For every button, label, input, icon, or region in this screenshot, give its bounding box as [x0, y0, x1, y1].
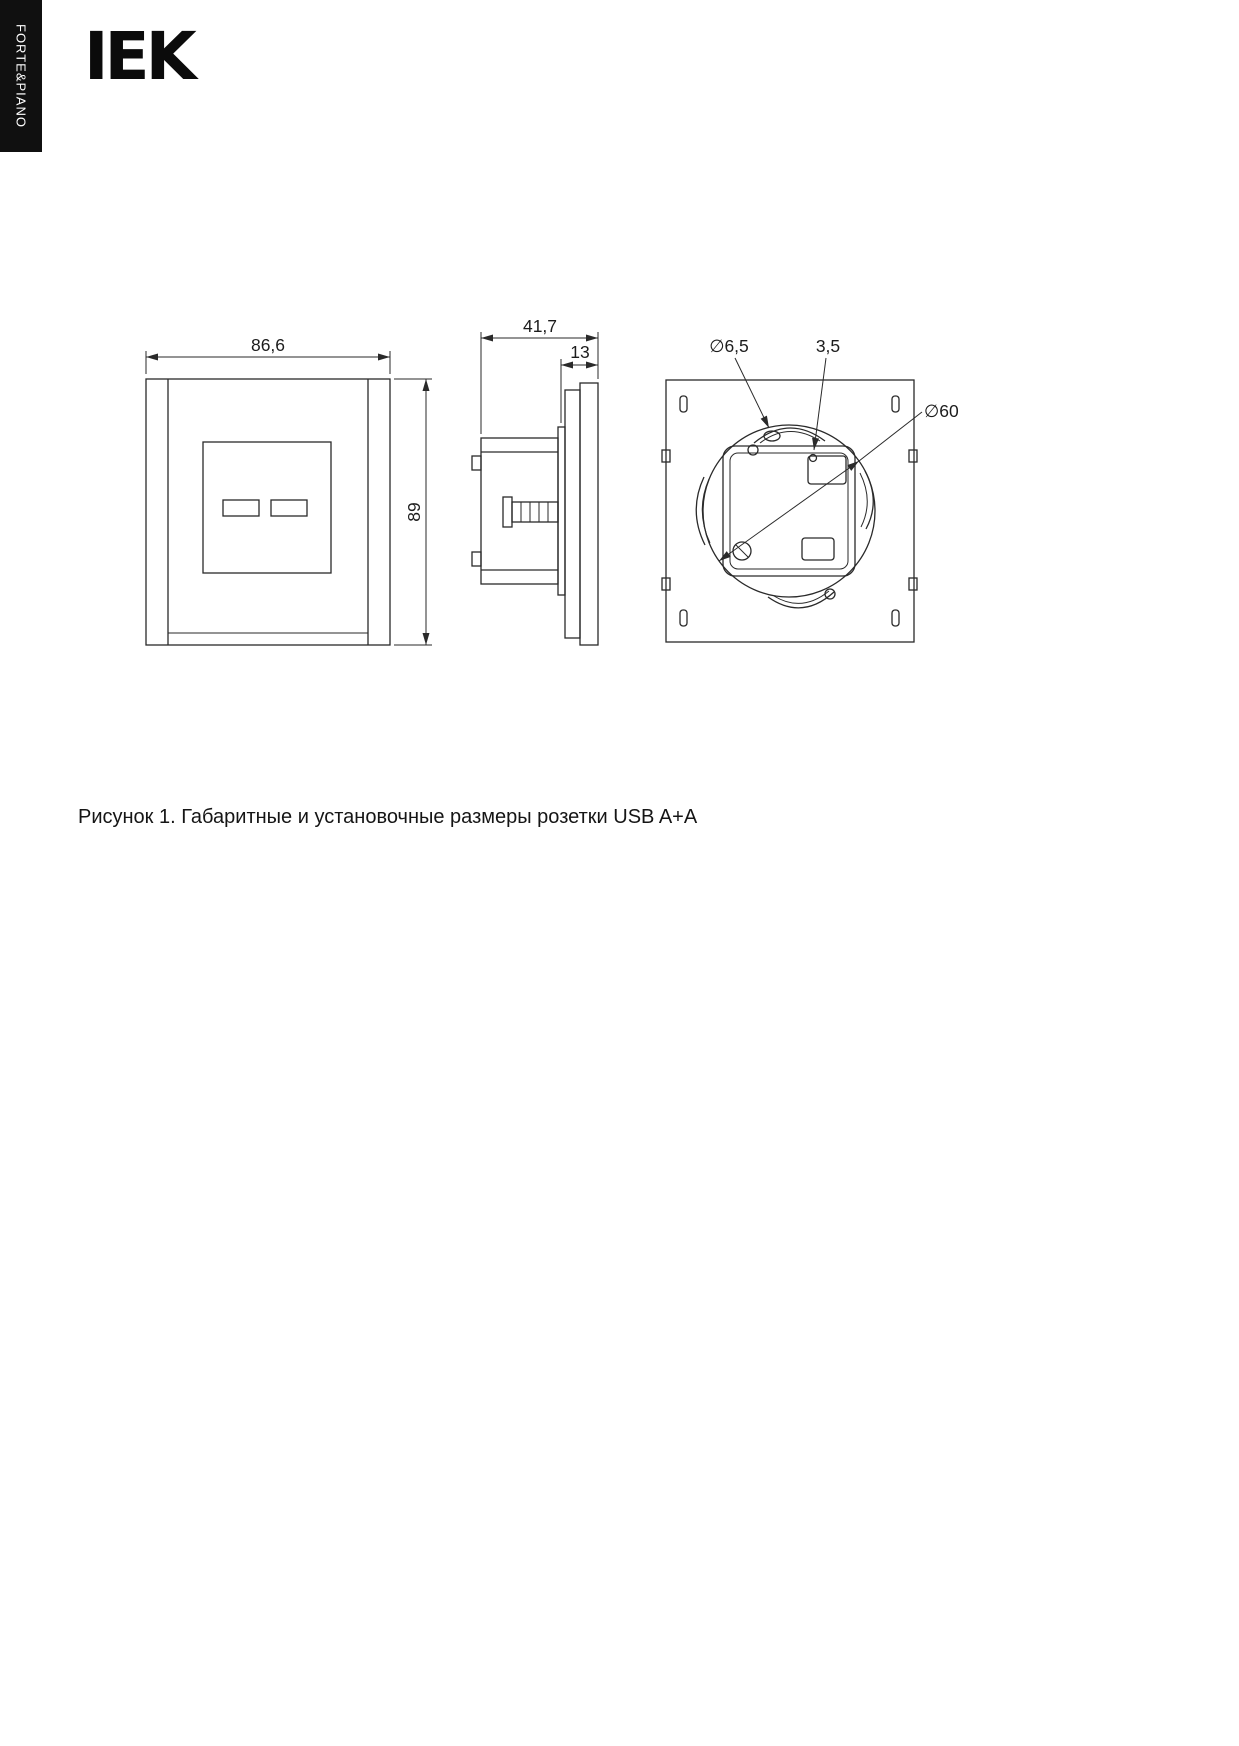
hole-35 — [808, 453, 818, 463]
series-sidebar: FORTE&PIANO — [0, 0, 42, 152]
corner-slot — [891, 609, 900, 627]
leader-hole-65 — [734, 357, 770, 429]
iek-logo-text: IEK — [84, 18, 197, 95]
edge-tab — [908, 449, 918, 463]
claw-bottom — [767, 591, 835, 609]
dimension-drawing: 86,6 89 41,7 13 ∅6,5 3,5 ∅60 — [145, 316, 959, 646]
side-claw-bottom — [471, 551, 482, 567]
bottom-block — [801, 537, 835, 561]
mount-circle-60 — [702, 424, 876, 598]
leader-box-60 — [718, 411, 923, 562]
side-screw-shaft — [511, 501, 559, 523]
edge-tab — [661, 577, 671, 591]
dim-label-depth-front: 13 — [570, 342, 589, 362]
dim-label-gap-35: 3,5 — [816, 336, 840, 356]
claw-screw — [747, 444, 759, 456]
usb-port-right — [270, 499, 308, 517]
dim-depth-front — [560, 359, 598, 423]
edge-tab — [661, 449, 671, 463]
side-screw-head — [502, 496, 513, 528]
side-claw-top — [471, 455, 482, 471]
front-view — [145, 378, 391, 646]
dim-label-front-width: 86,6 — [251, 335, 285, 355]
claw-right — [864, 470, 874, 530]
dim-label-depth-total: 41,7 — [523, 316, 557, 336]
figure-caption: Рисунок 1. Габаритные и установочные раз… — [78, 806, 698, 828]
series-label: FORTE&PIANO — [13, 24, 29, 128]
dim-depth-total — [480, 332, 599, 434]
leader-gap-35 — [812, 357, 827, 451]
claw-screw — [824, 588, 836, 600]
terminal-block — [807, 455, 847, 485]
back-view — [661, 379, 918, 643]
claw-left — [695, 476, 706, 546]
dim-label-front-height: 89 — [404, 502, 424, 521]
dimension-labels: 86,6 89 41,7 13 ∅6,5 3,5 ∅60 — [251, 316, 959, 522]
iek-logo: IEK — [84, 24, 197, 90]
edge-tab — [908, 577, 918, 591]
corner-slot — [891, 395, 900, 413]
dim-front-height — [394, 378, 432, 646]
usb-port-left — [222, 499, 260, 517]
dim-front-width — [145, 351, 391, 374]
claw-top — [753, 427, 826, 444]
corner-slot — [679, 395, 688, 413]
dim-label-hole-65: ∅6,5 — [709, 336, 749, 356]
dim-label-box-60: ∅60 — [924, 401, 959, 421]
side-view — [471, 382, 599, 646]
corner-slot — [679, 609, 688, 627]
